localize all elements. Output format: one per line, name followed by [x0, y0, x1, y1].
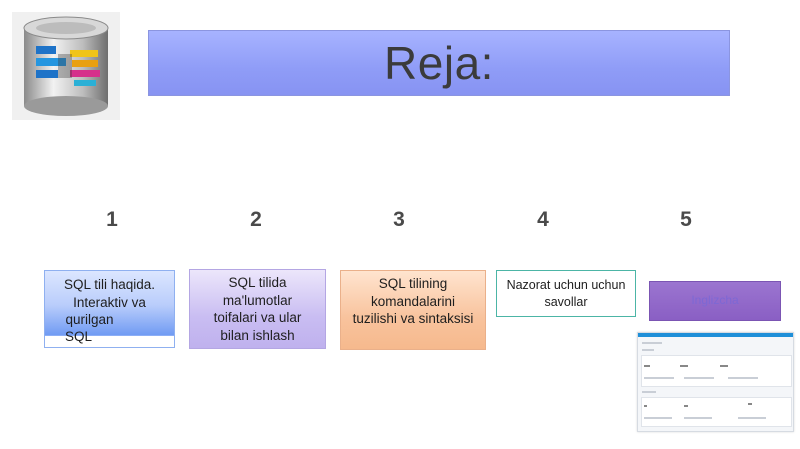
- item-number-1: 1: [106, 208, 118, 231]
- item-4-line-2: savollar: [544, 294, 588, 309]
- item-3-line-3: tuzilishi va sintaksisi: [352, 311, 474, 327]
- item-number-3: 3: [393, 208, 405, 231]
- screenshot-thumbnail: [637, 332, 794, 432]
- database-icon: [10, 10, 122, 122]
- item-1-line-2: Interaktiv va: [73, 294, 146, 310]
- item-1-line-1: SQL tili haqida.: [63, 277, 156, 292]
- plan-item-2[interactable]: SQL tilida ma'lumotlar toifalari va ular…: [189, 269, 326, 349]
- item-2-line-2: ma'lumotlar: [222, 292, 293, 308]
- title-banner: Reja:: [148, 30, 730, 96]
- item-4-line-1: Nazorat uchun uchun: [506, 278, 626, 293]
- page-title: Reja:: [384, 37, 494, 89]
- item-3-line-2: komandalarini: [370, 293, 456, 309]
- plan-item-1[interactable]: SQL tili haqida. Interaktiv va qurilgan …: [44, 270, 175, 348]
- item-5-label: Inglizcha: [691, 293, 739, 308]
- item-2-line-4: bilan ishlash: [220, 327, 295, 343]
- item-2-line-1: SQL tilida: [228, 275, 287, 290]
- item-2-line-3: toifalari va ular: [213, 310, 302, 326]
- item-number-5: 5: [680, 208, 692, 231]
- item-1-line-4: SQL: [65, 329, 93, 345]
- item-number-4: 4: [537, 208, 549, 231]
- item-1-line-3: qurilgan: [65, 312, 114, 328]
- item-number-2: 2: [250, 208, 262, 231]
- plan-item-5[interactable]: Inglizcha: [649, 281, 781, 321]
- plan-item-4[interactable]: Nazorat uchun uchun savollar: [496, 270, 636, 317]
- plan-item-3[interactable]: SQL tilining komandalarini tuzilishi va …: [340, 270, 486, 350]
- item-3-line-1: SQL tilining: [378, 276, 448, 291]
